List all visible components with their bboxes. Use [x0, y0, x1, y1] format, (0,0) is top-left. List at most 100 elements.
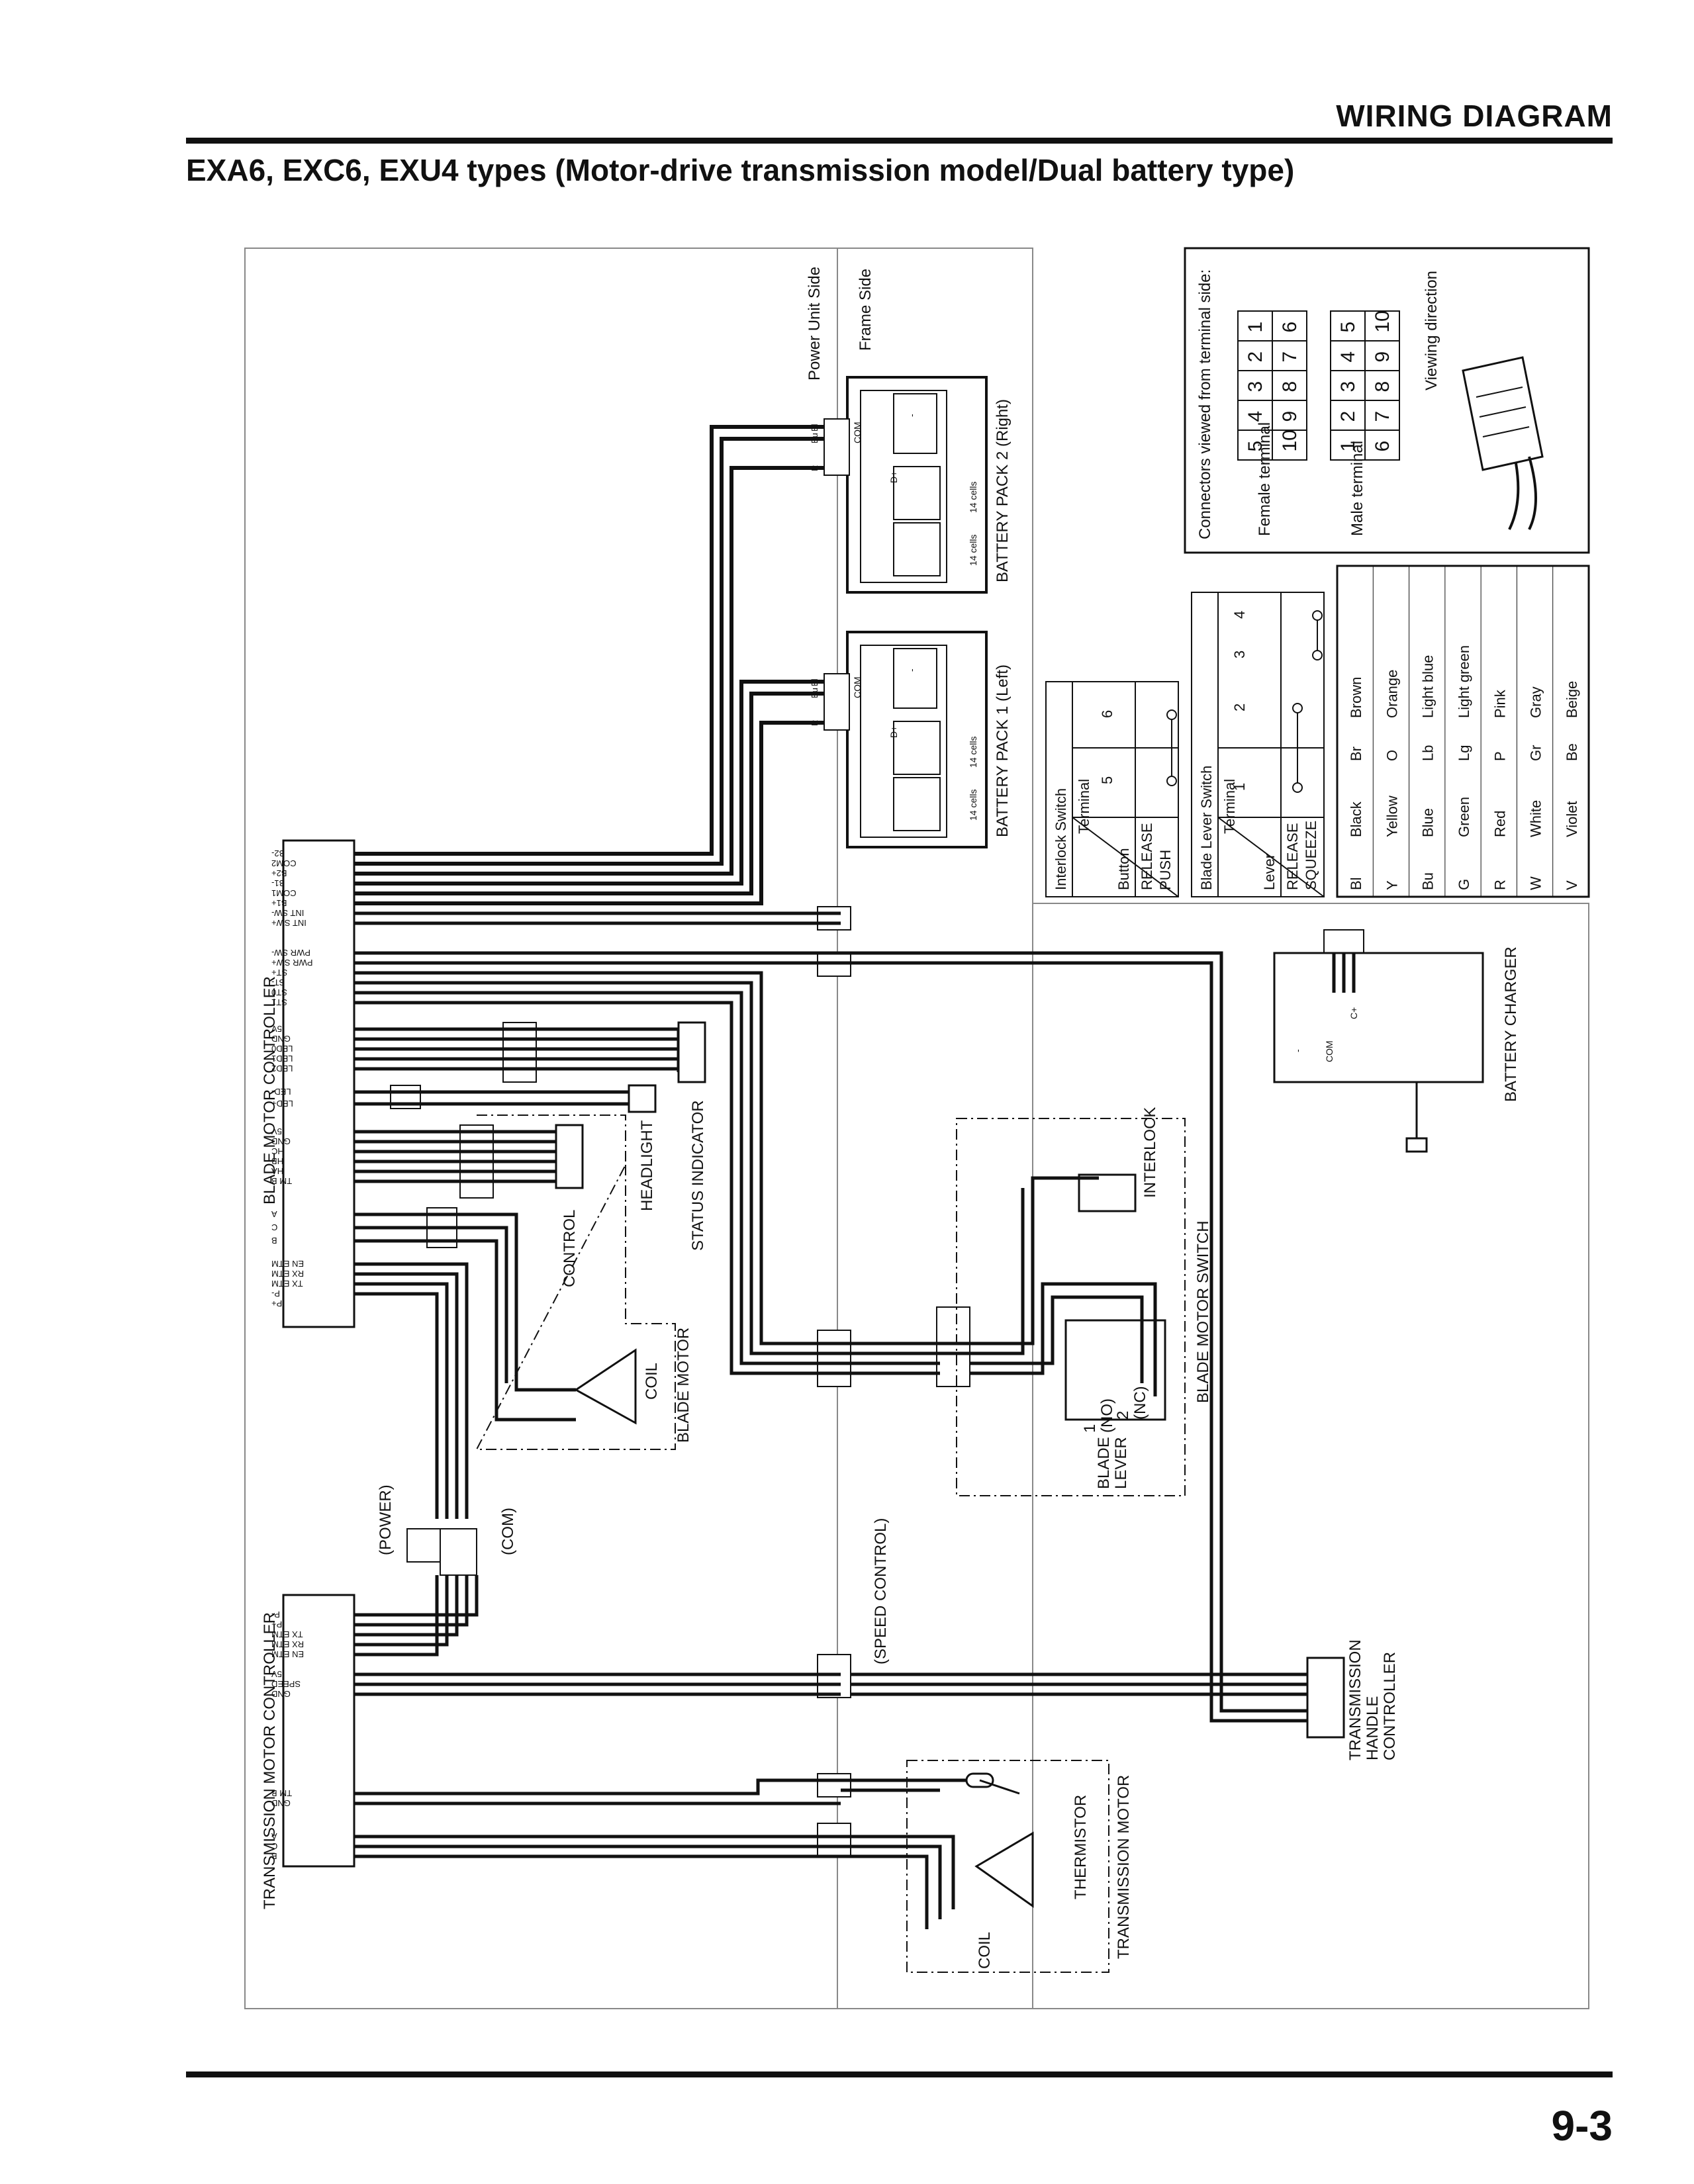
- female-terminal-label: Female terminal: [1256, 422, 1274, 536]
- color-cell-0-2: Br: [1348, 747, 1364, 761]
- blade-pin-25: HA: [271, 1166, 283, 1176]
- blade-pin-31: RX ETM: [271, 1269, 304, 1279]
- female-num-1-1: 9: [1279, 411, 1301, 422]
- charger-wires: [841, 951, 1356, 1723]
- wire-bl-bp1: Bl: [810, 678, 820, 686]
- status-indicator-box: [677, 1021, 706, 1083]
- battery-charger-label: BATTERY CHARGER: [1502, 946, 1520, 1102]
- battery-pack-1: COM D+ - 14 cells 14 cells BATTERY PACK …: [846, 631, 1012, 848]
- color-cell-4-3: Pink: [1491, 689, 1508, 718]
- charger-com-label: COM: [1324, 1040, 1335, 1062]
- blade-pin-23: HC: [271, 1146, 284, 1156]
- handle-controller-line3: CONTROLLER: [1381, 1652, 1399, 1760]
- color-cell-1-1: Yellow: [1384, 796, 1400, 837]
- headlight-box: [628, 1084, 657, 1113]
- lever-row-1: SQUEEZE: [1303, 821, 1319, 890]
- blade-pin-20: LED+: [271, 1099, 293, 1109]
- blade-controller-wires: [354, 911, 841, 1519]
- page-header: WIRING DIAGRAM: [1336, 99, 1613, 133]
- blade-motor-label: BLADE MOTOR: [675, 1328, 692, 1443]
- transmission-controller-label: TRANSMISSION MOTOR CONTROLLER: [261, 1612, 279, 1909]
- male-num-1-2: 8: [1372, 381, 1393, 392]
- color-cell-6-1: Violet: [1564, 801, 1580, 837]
- color-cell-5-3: Gray: [1528, 686, 1544, 718]
- male-num-1-4: 10: [1372, 310, 1393, 332]
- interlock-term-1: 6: [1099, 710, 1115, 718]
- control-box: [555, 1124, 584, 1189]
- lever-term-0: 1: [1231, 783, 1248, 791]
- charger-minus-label: -: [1292, 1049, 1303, 1052]
- trans-pin-1: P+: [271, 1619, 282, 1629]
- color-cell-6-2: Be: [1564, 743, 1580, 761]
- connector-info-title: Connectors viewed from terminal side:: [1196, 269, 1214, 539]
- footer-rule: [186, 2071, 1613, 2077]
- blade-pin-4: COM1: [271, 888, 297, 898]
- male-num-0-4: 5: [1337, 322, 1359, 333]
- bp2-cells-b: 14 cells: [968, 482, 978, 513]
- lever-term-1: 2: [1231, 704, 1248, 711]
- transmission-motor-dashed-box: [906, 1760, 1109, 1973]
- blade-lever-line2: LEVER: [1112, 1437, 1130, 1489]
- lever-row-0: RELEASE: [1284, 823, 1301, 891]
- blade-pin-12: ST0: [271, 987, 287, 997]
- transmission-coil-label: COIL: [976, 1932, 994, 1969]
- connector-illustration: [1462, 356, 1544, 530]
- female-cell-1-4: [1272, 310, 1307, 341]
- color-cell-4-0: R: [1491, 880, 1508, 890]
- trans-pin-3: RX ETM: [271, 1639, 304, 1649]
- power-unit-side-label: Power Unit Side: [806, 267, 823, 381]
- interlock-row-0: RELEASE: [1139, 823, 1155, 891]
- com-connector-label: (COM): [499, 1508, 517, 1555]
- nc-terminal-label: 2(NC): [1114, 1386, 1149, 1420]
- blade-pin-16: LED0: [271, 1044, 293, 1054]
- headlight-label: HEADLIGHT: [638, 1120, 656, 1211]
- bp1-cells-b: 14 cells: [968, 737, 978, 768]
- bp2-dplus-label: D+: [888, 471, 899, 483]
- blade-pin-33: P-: [271, 1289, 280, 1298]
- blade-pin-30: EN ETM: [271, 1259, 304, 1269]
- blade-pin-0: B2-: [271, 848, 285, 858]
- connector-info-panel: [1184, 247, 1590, 554]
- bp2-label: BATTERY PACK 2 (Right): [994, 399, 1012, 582]
- blade-motor-switch-label: BLADE MOTOR SWITCH: [1194, 1220, 1212, 1403]
- viewing-direction-label: Viewing direction: [1423, 271, 1440, 390]
- transmission-motor-wires: [841, 1778, 980, 1929]
- blade-pin-15: GND: [271, 1034, 291, 1044]
- nc-text: (NC): [1131, 1386, 1149, 1420]
- transmission-coil-symbol: [974, 1831, 1034, 1908]
- color-cell-3-2: Lg: [1456, 745, 1472, 761]
- blade-pin-1: COM2: [271, 858, 297, 868]
- blade-lever-line1: BLADE: [1095, 1437, 1113, 1489]
- wire-r-bp1: R: [810, 720, 820, 726]
- color-cell-3-3: Light green: [1456, 645, 1472, 718]
- blade-motor-switch-dashed-box: [956, 1118, 1186, 1496]
- bp1-com-label: COM: [852, 676, 863, 698]
- color-cell-2-1: Blue: [1420, 808, 1436, 837]
- male-num-1-1: 7: [1372, 411, 1393, 422]
- blade-pin-17: LED1: [271, 1054, 293, 1064]
- control-label: CONTROL: [561, 1210, 579, 1287]
- status-indicator-label: STATUS INDICATOR: [689, 1100, 707, 1251]
- male-num-0-0: 1: [1337, 441, 1359, 452]
- handle-controller-line1: TRANSMISSION: [1346, 1639, 1364, 1760]
- trans-pin-4: EN ETM: [271, 1649, 304, 1659]
- trans-pin-11: C: [271, 1841, 277, 1851]
- thermistor-label: THERMISTOR: [1072, 1795, 1090, 1899]
- lever-dot-0: [1292, 782, 1303, 793]
- lever-title: Blade Lever Switch: [1198, 766, 1215, 890]
- bp1-cells-a: 14 cells: [968, 790, 978, 821]
- interlock-row-head: Button: [1115, 848, 1132, 890]
- charger-plug-icon: [1405, 1082, 1428, 1153]
- color-cell-4-2: P: [1491, 751, 1508, 761]
- trans-pin-8: TM B: [271, 1788, 292, 1798]
- bp1-minus-label: -: [906, 668, 917, 672]
- male-num-1-3: 9: [1372, 351, 1393, 363]
- blade-pin-22: GND: [271, 1136, 291, 1146]
- color-cell-4-1: Red: [1491, 811, 1508, 837]
- trans-pin-7: GND: [271, 1689, 291, 1699]
